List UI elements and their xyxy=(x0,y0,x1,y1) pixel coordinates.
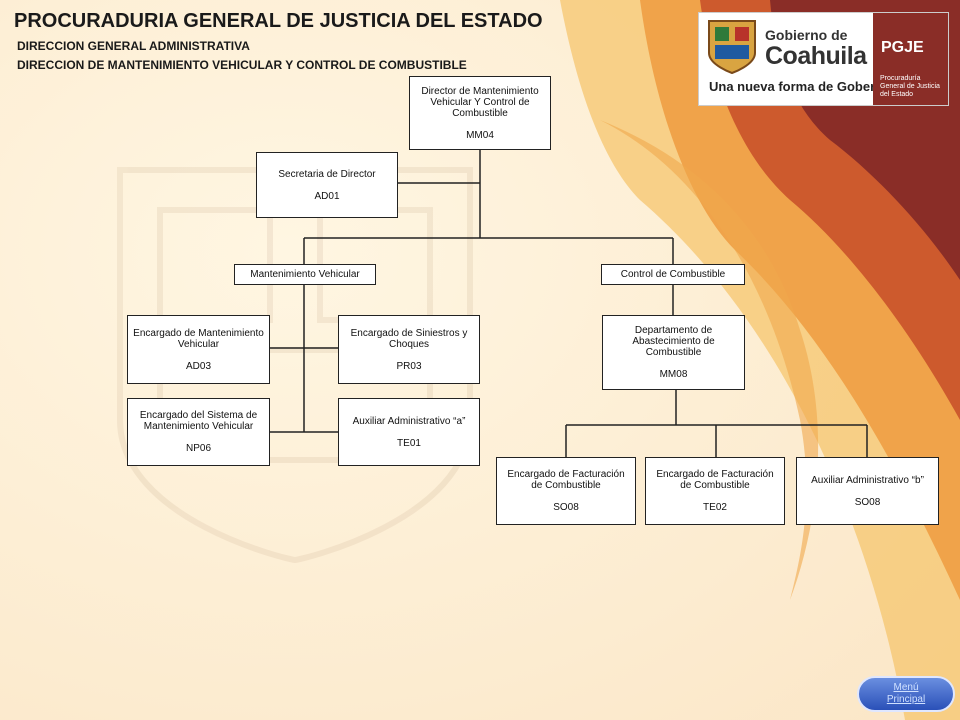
auxiliar-a-title: Auxiliar Administrativo “a” xyxy=(352,415,466,427)
logo-gobierno-text: Gobierno de xyxy=(765,27,848,43)
encargado-sistema-box: Encargado del Sistema de Mantenimiento V… xyxy=(127,398,270,466)
facturacion-so08-box: Encargado de Facturación de Combustible … xyxy=(496,457,636,525)
mantenimiento-vehicular-header: Mantenimiento Vehicular xyxy=(234,264,376,285)
departamento-abastecimiento-title: Departamento de Abastecimiento de Combus… xyxy=(632,325,715,358)
pgje-acronym: PGJE xyxy=(881,39,924,56)
logo-slogan: Una nueva forma de Gobernar xyxy=(709,79,896,94)
departamento-abastecimiento-code: MM08 xyxy=(659,369,688,380)
facturacion-te02-code: TE02 xyxy=(703,502,727,513)
facturacion-so08-title: Encargado de Facturación de Combustible xyxy=(507,469,625,491)
auxiliar-b-title: Auxiliar Administrativo “b” xyxy=(811,474,924,486)
page-subtitle-direccion: DIRECCION DE MANTENIMIENTO VEHICULAR Y C… xyxy=(17,58,467,72)
pgje-panel xyxy=(873,13,948,105)
encargado-mantenimiento-box: Encargado de Mantenimiento Vehicular AD0… xyxy=(127,315,270,384)
auxiliar-b-code: SO08 xyxy=(854,496,881,508)
logo-coahuila-text: Coahuila xyxy=(765,42,867,70)
control-combustible-header: Control de Combustible xyxy=(601,264,745,285)
director-title: Director de Mantenimiento Vehicular Y Co… xyxy=(421,85,539,119)
encargado-sistema-title: Encargado del Sistema de Mantenimiento V… xyxy=(139,410,258,432)
encargado-siniestros-title: Encargado de Siniestros y Choques xyxy=(350,327,468,350)
government-logo: Gobierno de Coahuila Una nueva forma de … xyxy=(698,12,949,106)
encargado-mantenimiento-code: AD03 xyxy=(185,360,211,372)
auxiliar-a-box: Auxiliar Administrativo “a” TE01 xyxy=(338,398,480,466)
encargado-mantenimiento-title: Encargado de Mantenimiento Vehicular xyxy=(133,327,264,350)
page-title: PROCURADURIA GENERAL DE JUSTICIA DEL EST… xyxy=(14,10,543,32)
secretaria-title: Secretaria de Director xyxy=(278,168,376,180)
coahuila-crest-icon xyxy=(708,20,756,75)
secretaria-box: Secretaria de Director AD01 xyxy=(256,152,398,218)
pgje-full-name: Procuraduría General de Justicia del Est… xyxy=(880,75,940,98)
encargado-siniestros-code: PR03 xyxy=(396,360,422,372)
facturacion-te02-box: Encargado de Facturación de Combustible … xyxy=(645,457,785,525)
menu-principal-label[interactable]: Menú Principal xyxy=(886,682,926,705)
page-subtitle-general: DIRECCION GENERAL ADMINISTRATIVA xyxy=(17,39,250,53)
facturacion-so08-code: SO08 xyxy=(553,502,579,513)
departamento-abastecimiento-box: Departamento de Abastecimiento de Combus… xyxy=(602,315,745,390)
encargado-siniestros-box: Encargado de Siniestros y Choques PR03 xyxy=(338,315,480,384)
menu-principal-button[interactable]: Menú Principal xyxy=(857,676,955,712)
encargado-sistema-code: NP06 xyxy=(185,443,211,454)
facturacion-te02-title: Encargado de Facturación de Combustible xyxy=(656,469,774,491)
director-code: MM04 xyxy=(466,129,494,141)
auxiliar-a-code: TE01 xyxy=(397,437,421,449)
secretaria-code: AD01 xyxy=(314,190,340,202)
auxiliar-b-box: Auxiliar Administrativo “b” SO08 xyxy=(796,457,939,525)
director-box: Director de Mantenimiento Vehicular Y Co… xyxy=(409,76,551,150)
